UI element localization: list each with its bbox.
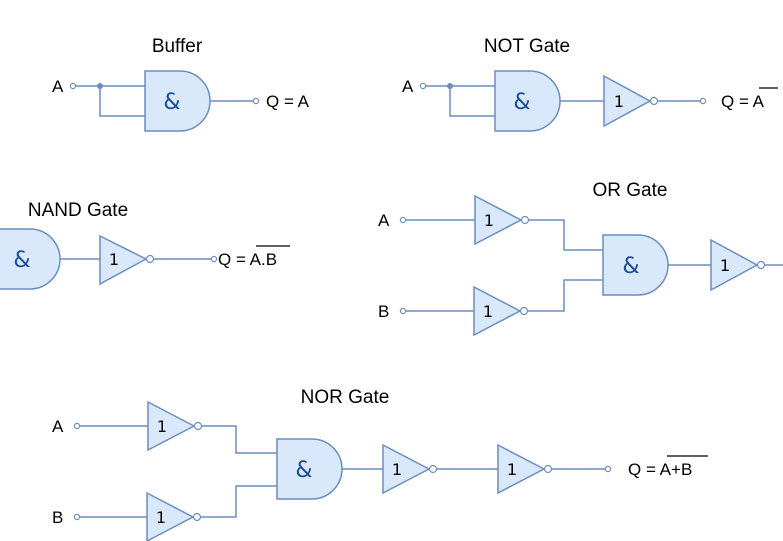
nor-gate-inverter-b xyxy=(146,491,195,541)
or-gate-inverter-a xyxy=(474,194,523,246)
or-gate-title: OR Gate xyxy=(593,180,668,201)
or-gate-input-a-terminal xyxy=(399,216,407,224)
nor-gate-inverter-a xyxy=(147,400,196,452)
nor-gate-wire-a-to-and xyxy=(202,425,277,454)
buffer-input-wires xyxy=(76,85,145,117)
nor-gate-and-symbol: & xyxy=(295,458,312,483)
nor-gate-output-label: Q = A+B xyxy=(628,460,692,479)
nor-gate-inverter-d-bubble xyxy=(543,464,553,474)
not-gate-title: NOT Gate xyxy=(484,36,570,57)
nand-gate-and-gate xyxy=(0,228,61,290)
not-gate-junction xyxy=(447,83,453,89)
nor-gate-inverter-a-bubble xyxy=(193,421,203,431)
not-gate-circuit: NOT Gate A & 1 Q = A xyxy=(402,36,778,132)
not-gate-inverter xyxy=(603,74,652,128)
nor-gate-input-a-terminal xyxy=(73,422,81,430)
buffer-input-terminal xyxy=(69,82,77,90)
nor-gate-inverter-c-bubble xyxy=(428,464,438,474)
or-gate-inverter-a-bubble xyxy=(520,215,530,225)
nor-gate-input-a-label: A xyxy=(52,417,64,436)
not-gate-output-label: Q = A xyxy=(721,92,765,111)
or-gate-and-symbol: & xyxy=(622,254,639,279)
or-gate-wire-a-to-and xyxy=(529,219,603,251)
buffer-output-terminal xyxy=(252,97,260,105)
nand-gate-output-terminal xyxy=(210,255,218,263)
nor-gate-circuit: NOR Gate A 1 B 1 & 1 1 Q = A+B xyxy=(52,387,708,541)
not-gate-input-terminal xyxy=(419,82,427,90)
or-gate-input-b-terminal xyxy=(399,307,407,315)
or-gate-inverter-b-symbol: 1 xyxy=(483,302,493,321)
or-gate-input-a-label: A xyxy=(378,211,390,230)
or-gate-wire-b-to-and xyxy=(528,279,603,312)
nor-gate-inverter-d xyxy=(497,443,546,495)
nor-gate-inverter-a-symbol: 1 xyxy=(157,417,167,436)
not-gate-output-terminal xyxy=(699,97,707,105)
not-gate-inverter-bubble xyxy=(649,96,659,106)
buffer-circuit: Buffer A & Q = A xyxy=(52,36,310,132)
nand-gate-inverter-bubble xyxy=(145,254,155,264)
buffer-input-label: A xyxy=(52,77,64,96)
not-gate-input-wires xyxy=(426,85,495,117)
nand-gate-inverter-symbol: 1 xyxy=(109,250,119,269)
or-gate-inverter-b xyxy=(473,285,522,337)
or-gate-inverter-b-bubble xyxy=(519,306,529,316)
nand-gate-title: NAND Gate xyxy=(28,200,128,221)
or-gate-input-b-label: B xyxy=(378,302,389,321)
nor-gate-and-gate xyxy=(276,438,343,500)
buffer-and-gate xyxy=(144,70,211,132)
not-gate-inverter-symbol: 1 xyxy=(614,92,624,111)
buffer-output-label: Q = A xyxy=(266,92,310,111)
not-gate-and-symbol: & xyxy=(513,90,530,115)
nor-gate-output-terminal xyxy=(604,465,612,473)
nor-gate-inverter-b-symbol: 1 xyxy=(156,508,166,527)
nor-gate-title: NOR Gate xyxy=(301,387,390,408)
nor-gate-input-b-label: B xyxy=(52,508,63,527)
buffer-junction xyxy=(97,83,103,89)
nor-gate-inverter-c-symbol: 1 xyxy=(392,460,402,479)
or-gate-output-inverter-bubble xyxy=(756,260,766,270)
or-gate-output-inverter xyxy=(710,238,759,292)
or-gate-inverter-a-symbol: 1 xyxy=(484,211,494,230)
nand-gate-circuit: NAND Gate & 1 Q = A.B xyxy=(0,200,290,290)
nor-gate-input-b-terminal xyxy=(73,513,81,521)
nor-gate-inverter-d-symbol: 1 xyxy=(507,460,517,479)
buffer-title: Buffer xyxy=(152,36,203,57)
nor-gate-wire-b-to-and xyxy=(201,485,277,518)
or-gate-circuit: OR Gate A 1 B 1 & 1 xyxy=(378,180,783,337)
or-gate-and-gate xyxy=(602,234,669,296)
nand-gate-and-symbol: & xyxy=(13,248,30,273)
nand-gate-inverter xyxy=(99,234,148,286)
not-gate-input-label: A xyxy=(402,77,414,96)
or-gate-output-inverter-symbol: 1 xyxy=(720,256,730,275)
buffer-and-symbol: & xyxy=(163,90,180,115)
nor-gate-inverter-b-bubble xyxy=(192,512,202,522)
nand-gate-output-label: Q = A.B xyxy=(218,250,277,269)
not-gate-and-gate xyxy=(494,70,561,132)
nor-gate-inverter-c xyxy=(382,443,431,495)
